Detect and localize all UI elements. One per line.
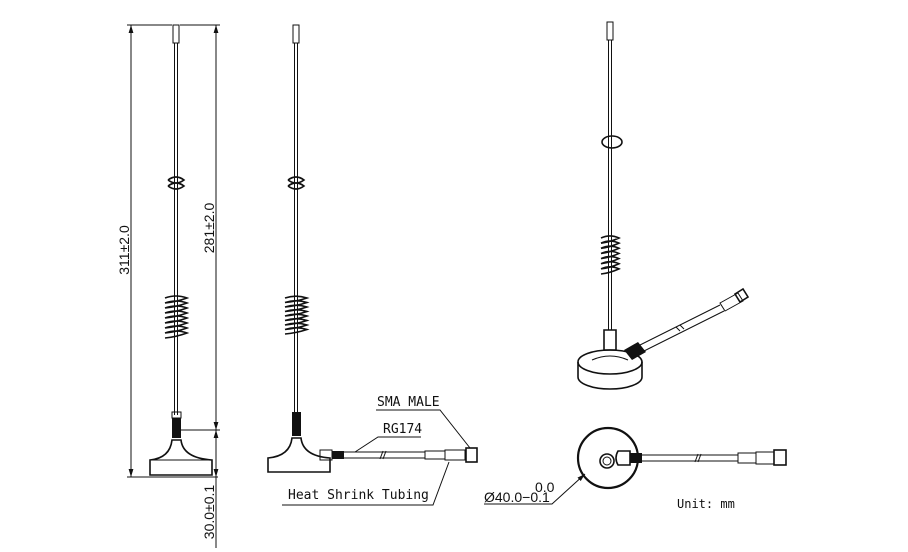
- side-view: SMA MALE RG174 Heat Shrink Tubing: [267, 24, 478, 506]
- strain-relief: [332, 451, 344, 459]
- base-height-dimension: 30.0±0.1: [201, 485, 217, 540]
- base-diameter-dimension: Ø40.0−0.1: [484, 489, 550, 505]
- coil-spring-icon: [164, 295, 190, 339]
- whip-height-dimension: 281±2.0: [201, 203, 217, 254]
- coil-spring-icon: [600, 235, 621, 275]
- sma-connector: [465, 447, 478, 463]
- sma-connector: [733, 287, 750, 304]
- diameter-upper-tolerance: 0.0: [535, 479, 555, 495]
- total-height-dimension: 311±2.0: [116, 225, 132, 275]
- front-view: 311±2.0 281±2.0 30.0±0.1: [116, 24, 220, 548]
- base-outline: [576, 426, 640, 490]
- heat-shrink-label: Heat Shrink Tubing: [288, 488, 429, 503]
- sma-male-label: SMA MALE: [377, 395, 440, 410]
- sma-connector: [773, 449, 787, 466]
- small-spring-icon: [167, 176, 186, 190]
- rg174-label: RG174: [383, 422, 422, 437]
- heat-shrink-tubing: [424, 450, 446, 460]
- unit-note: Unit: mm: [677, 497, 735, 511]
- coil-spring-icon: [284, 295, 310, 335]
- perspective-view: [577, 21, 750, 390]
- magnetic-base: [149, 439, 213, 476]
- bottom-view: 0.0 Ø40.0−0.1 Unit: mm: [484, 426, 787, 511]
- magnetic-base: [267, 437, 331, 473]
